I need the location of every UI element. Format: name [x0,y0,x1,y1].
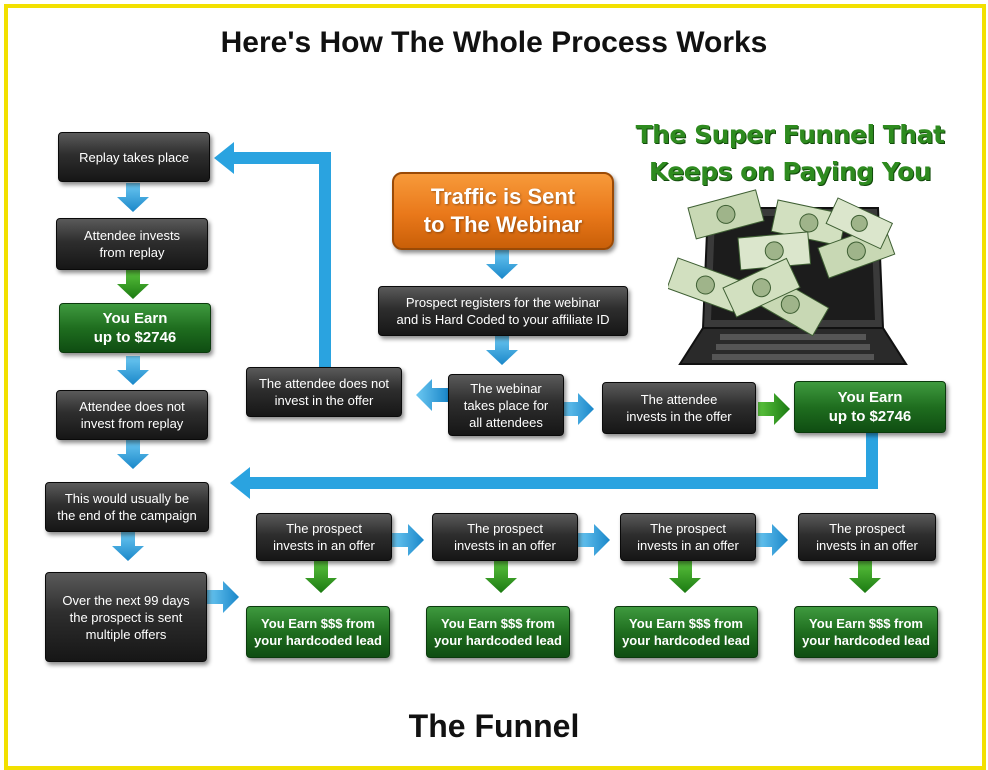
box-text: The prospect [650,521,726,536]
offer-earn-box: You Earn $$$ from your hardcoded lead [426,606,570,658]
box-text: invest from replay [80,416,184,431]
box-text: the prospect is sent [69,609,183,625]
box-text: The prospect [829,521,905,536]
arrow-down-icon [485,560,517,593]
loop-arrowhead [214,142,234,174]
register-box: Prospect registers for the webinar and i… [378,286,628,336]
return-line-horizontal [248,477,878,489]
ninety-nine-days-box: Over the next 99 days the prospect is se… [45,572,207,662]
page-title: Here's How The Whole Process Works [220,26,768,59]
arrow-right-icon [758,393,790,425]
attendee-invests-replay-box: Attendee invests from replay [56,218,208,270]
box-text: You Earn [102,310,168,327]
box-text: The prospect [467,521,543,536]
return-line-vertical [866,428,878,488]
arrow-down-icon [849,560,881,593]
box-text: your hardcoded lead [802,633,930,648]
box-text: Attendee does not [79,399,185,414]
loop-line-vertical [319,152,331,368]
arrow-down-icon [486,336,518,365]
offer-earn-box: You Earn $$$ from your hardcoded lead [794,606,938,658]
box-text: You Earn $$$ from [261,616,375,631]
offer-prospect-box: The prospect invests in an offer [432,513,578,561]
box-text: Prospect registers for the webinar [405,295,601,310]
arrow-right-icon [578,524,610,556]
box-text: The prospect [286,521,362,536]
arrow-left-icon [416,379,448,411]
traffic-box: Traffic is Sent to The Webinar [392,172,614,250]
box-text: You Earn $$$ from [629,616,743,631]
box-text: your hardcoded lead [254,633,382,648]
offer-earn-box: You Earn $$$ from your hardcoded lead [246,606,390,658]
traffic-line2: to The Webinar [423,212,583,237]
arrow-down-icon [117,183,149,212]
arrow-down-icon [305,560,337,593]
promo-heading-line1: The Super Funnel That [635,120,945,149]
webinar-box: The webinar takes place for all attendee… [448,374,564,436]
box-text: multiple offers [85,626,167,642]
box-text: invests in an offer [454,538,556,553]
box-text: your hardcoded lead [622,633,750,648]
box-text: You Earn $$$ from [441,616,555,631]
arrow-down-icon [486,250,518,279]
box-text: takes place for [463,397,549,413]
box-text: You Earn [837,389,903,406]
box-text: invests in the offer [626,409,732,424]
arrow-down-icon [117,440,149,469]
box-text: Attendee invests [83,228,181,243]
arrow-right-icon [392,524,424,556]
loop-line-horizontal [232,152,331,164]
offer-prospect-box: The prospect invests in an offer [620,513,756,561]
return-arrowhead [230,467,250,499]
box-text: You Earn $$$ from [809,616,923,631]
earn-replay-box: You Earn up to $2746 [59,303,211,353]
box-text: up to $2746 [93,329,177,346]
box-text: and is Hard Coded to your affiliate ID [396,312,610,327]
end-of-campaign-box: This would usually be the end of the cam… [45,482,209,532]
arrow-down-icon [112,532,144,561]
box-text: invests in an offer [637,538,739,553]
box-text: all attendees [469,414,543,430]
promo-heading-line2: Keeps on Paying You [648,157,932,186]
box-text: your hardcoded lead [434,633,562,648]
replay-text: Replay takes place [79,149,189,165]
box-text: The attendee [640,392,718,407]
offer-prospect-box: The prospect invests in an offer [256,513,392,561]
box-text: invests in an offer [273,538,375,553]
box-text: from replay [99,245,165,260]
box-text: The attendee does not [258,376,390,391]
box-text: up to $2746 [828,408,912,425]
box-text: This would usually be [64,491,190,506]
attendee-no-invest-box: The attendee does not invest in the offe… [246,367,402,417]
box-text: invests in an offer [816,538,918,553]
arrow-right-icon [756,524,788,556]
replay-box: Replay takes place [58,132,210,182]
laptop-money-illustration [668,189,908,365]
box-text: Over the next 99 days [62,592,190,608]
funnel-caption: The Funnel [408,708,580,744]
attendee-invests-box: The attendee invests in the offer [602,382,756,434]
arrow-right-icon [562,393,594,425]
box-text: the end of the campaign [57,508,197,523]
earn-webinar-box: You Earn up to $2746 [794,381,946,433]
arrow-right-icon [207,581,239,613]
traffic-line1: Traffic is Sent [430,184,576,209]
offer-prospect-box: The prospect invests in an offer [798,513,936,561]
arrow-down-icon [117,356,149,385]
offer-earn-box: You Earn $$$ from your hardcoded lead [614,606,758,658]
arrow-down-icon [669,560,701,593]
attendee-no-invest-replay-box: Attendee does not invest from replay [56,390,208,440]
arrow-down-icon [117,270,149,299]
box-text: The webinar [470,380,542,396]
box-text: invest in the offer [274,393,374,408]
